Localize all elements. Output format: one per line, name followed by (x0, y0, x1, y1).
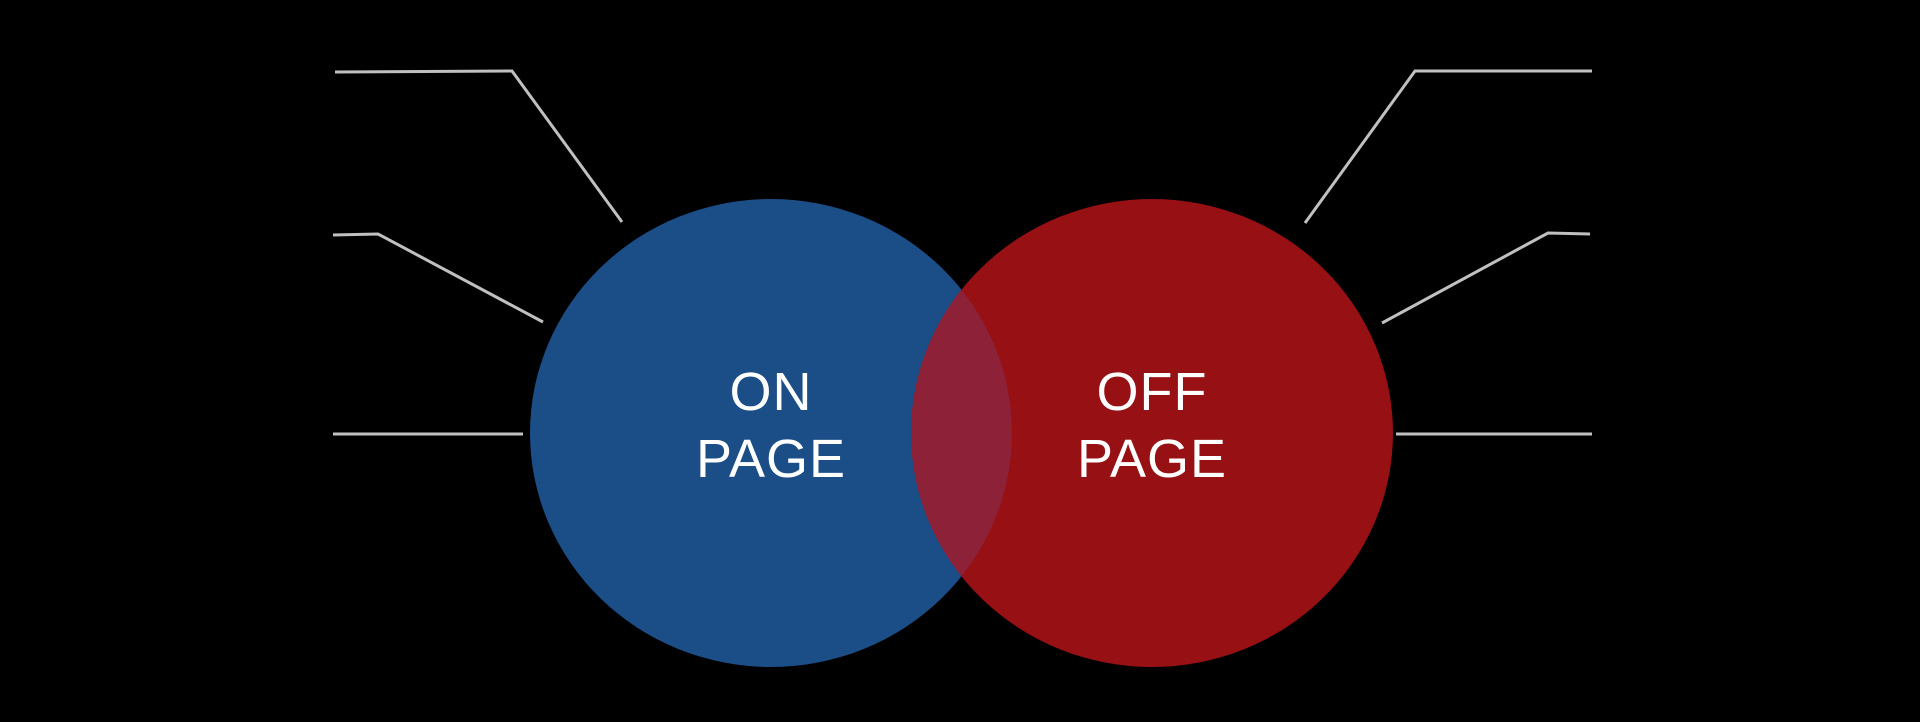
venn-set-off-page (911, 199, 1393, 667)
on-page-label: ON PAGE (695, 362, 847, 489)
callout-line-right-top (1303, 69, 1592, 224)
venn-set-on-page (530, 199, 1012, 667)
callout-line-left-top (334, 69, 624, 223)
callout-line-right-middle (1381, 231, 1591, 325)
off-page-label: OFF PAGE (1076, 362, 1228, 489)
callout-line-left-middle (332, 232, 544, 324)
